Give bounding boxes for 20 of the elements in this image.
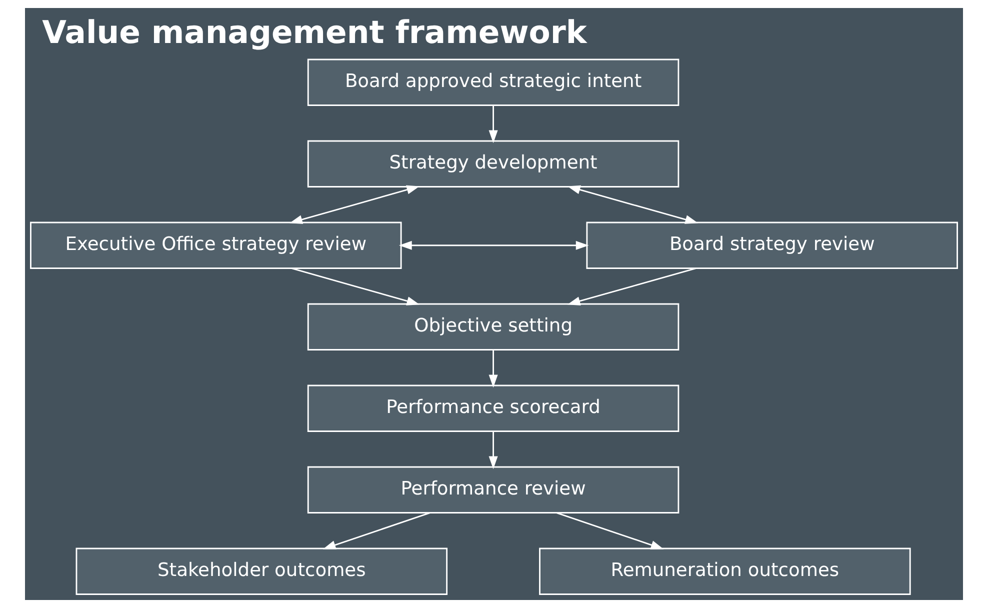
arrow (567, 268, 696, 306)
node-box: Strategy development (307, 140, 680, 188)
arrow (398, 240, 589, 250)
node-box: Remuneration outcomes (539, 548, 911, 595)
node-box: Objective setting (307, 303, 680, 350)
node-box: Executive Office strategy review (30, 222, 402, 269)
arrow (488, 350, 498, 388)
arrow (290, 185, 420, 224)
node-box: Performance scorecard (307, 384, 680, 432)
node-box: Stakeholder outcomes (76, 548, 448, 595)
arrow (322, 512, 430, 550)
arrow (567, 185, 698, 224)
diagram-title: Value management framework (42, 15, 587, 52)
arrow (556, 512, 664, 550)
arrow (488, 105, 498, 144)
node-box: Board approved strategic intent (307, 58, 680, 106)
node-box: Board strategy review (586, 222, 958, 269)
arrow (292, 268, 420, 306)
node-box: Performance review (307, 466, 680, 514)
arrow (488, 431, 498, 470)
